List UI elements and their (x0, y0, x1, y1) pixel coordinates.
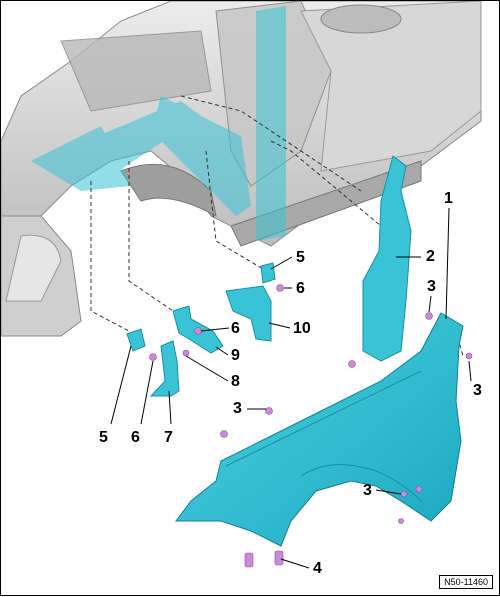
callout-nut-lower: 6 (131, 429, 140, 446)
reference-code-label: N50-11460 (439, 575, 493, 589)
wheel-arch-insert (362, 155, 412, 362)
screw-right-edge (465, 352, 473, 360)
callout-screw-upper: 3 (427, 278, 436, 295)
clip-part-5-upper (260, 262, 276, 284)
callout-screw-bracket: 8 (231, 373, 240, 390)
bolt-right (274, 550, 284, 566)
fender-bracket-seal (225, 285, 272, 342)
screw-arch-3 (398, 518, 404, 524)
screw-mid-upper (348, 360, 356, 368)
clip-part-5-lower (126, 328, 146, 352)
callout-bolts: 4 (313, 560, 322, 577)
callout-fender: 1 (444, 190, 453, 207)
fender-crease-line (225, 370, 422, 467)
highlighted-structure (31, 6, 286, 241)
screw-arch-1 (400, 490, 408, 498)
callout-nut-middle: 6 (231, 320, 240, 337)
vertical-bracket (149, 340, 180, 397)
nut-middle (194, 327, 202, 335)
callout-screw-mid: 3 (233, 400, 242, 417)
screw-upper-right (425, 312, 433, 320)
dashed-leader-lines (90, 95, 464, 357)
nut-upper (276, 284, 284, 292)
screw-left (220, 430, 228, 438)
callout-clip-upper: 5 (296, 249, 305, 266)
callout-bracket-seal: 10 (293, 320, 311, 337)
fasteners (149, 284, 473, 568)
screw-mid (265, 407, 273, 415)
callout-clip-lower: 5 (99, 429, 108, 446)
callout-wheel-arch-insert: 2 (426, 248, 435, 265)
front-fender (175, 312, 464, 547)
bolt-left (244, 552, 254, 568)
callout-screw-arch: 3 (363, 482, 372, 499)
screw-arch-2 (415, 485, 423, 493)
callout-screw-right: 3 (473, 382, 482, 399)
screw-bracket (182, 349, 190, 357)
callout-vertical-bracket: 7 (164, 429, 173, 446)
callout-mounting-bracket: 9 (231, 347, 240, 364)
fender-wheel-arch-edge (300, 464, 422, 502)
callout-leader-lines (110, 207, 472, 569)
nut-lower (149, 353, 157, 361)
callout-nut-upper: 6 (296, 280, 305, 297)
